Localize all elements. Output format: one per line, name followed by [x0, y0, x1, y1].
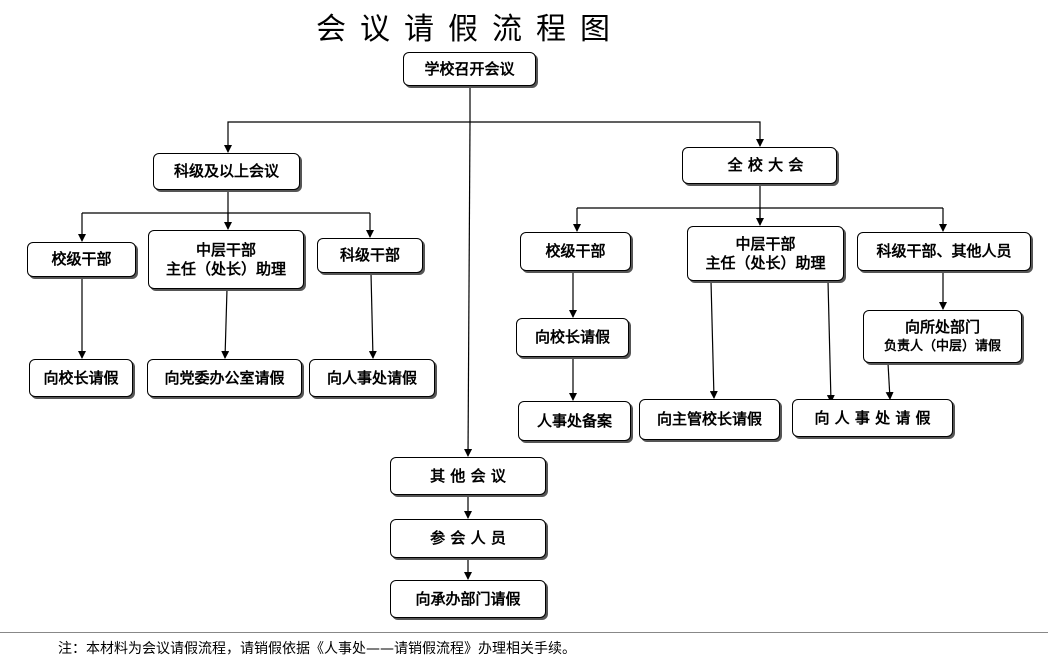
node-label-line: 科级干部、其他人员 [876, 242, 1012, 260]
node-label-line: 向承办部门请假 [415, 589, 521, 608]
edge-sm-split [82, 190, 370, 228]
node-sm-ask-party-office: 向党委办公室请假 [147, 359, 302, 397]
node-sm-ask-principal: 向校长请假 [29, 359, 133, 397]
node-attendees: 参 会 人 员 [390, 519, 546, 558]
node-label-line: 校级干部 [545, 242, 606, 260]
node-other-meeting: 其 他 会 议 [390, 457, 546, 495]
node-as-middle-cadre: 中层干部主任（处长）助理 [687, 226, 844, 281]
node-label-line: 科级及以上会议 [173, 162, 279, 180]
node-label-line: 向 人 事 处 请 假 [814, 408, 931, 427]
node-sm-ask-hr: 向人事处请假 [309, 359, 435, 397]
node-as-hr-record: 人事处备案 [518, 401, 631, 441]
node-label-line: 中层干部 [735, 234, 796, 253]
node-sm-section-cadre: 科级干部 [317, 238, 423, 273]
node-label-line: 向校长请假 [534, 328, 610, 346]
node-label-line: 主任（处长）助理 [705, 253, 826, 272]
edge-as-dept-hr [885, 362, 894, 400]
node-label-line: 负责人（中层）请假 [883, 338, 1001, 354]
node-label-line: 全 校 大 会 [727, 156, 804, 174]
edge-split-left [224, 121, 470, 153]
node-label-line: 科级干部 [339, 246, 400, 264]
node-as-ask-hr: 向 人 事 处 请 假 [792, 399, 953, 437]
edge-as-ask-hr [826, 280, 835, 403]
edge-school-other [464, 121, 473, 457]
node-sm-school-cadre: 校级干部 [27, 242, 136, 277]
node-sm-middle-cadre: 中层干部主任（处长）助理 [148, 230, 304, 289]
node-label-line: 向主管校长请假 [656, 410, 762, 428]
node-label-line: 中层干部 [195, 240, 256, 259]
node-all-school-meeting: 全 校 大 会 [682, 147, 837, 184]
node-label-line: 向所处部门 [904, 317, 980, 336]
edge-split-right [470, 121, 764, 147]
node-label-line: 向校长请假 [43, 368, 119, 387]
footnote: 注：本材料为会议请假流程，请销假依据《人事处——请销假流程》办理相关手续。 [58, 641, 576, 657]
node-as-ask-dept-head: 向所处部门负责人（中层）请假 [863, 310, 1022, 363]
node-school-meeting: 学校召开会议 [403, 52, 536, 86]
node-section-meeting: 科级及以上会议 [153, 153, 300, 190]
edge-sm-ask-party [221, 288, 230, 359]
node-ask-host-dept: 向承办部门请假 [390, 580, 546, 618]
node-as-school-cadre: 校级干部 [520, 232, 631, 271]
edge-sm-ask-hr [368, 272, 377, 359]
footer-divider [0, 632, 1048, 633]
node-label-line: 向党委办公室请假 [164, 368, 285, 387]
node-as-section-others: 科级干部、其他人员 [857, 232, 1031, 271]
node-label-line: 人事处备案 [536, 411, 612, 430]
node-as-ask-principal: 向校长请假 [516, 318, 629, 357]
node-label-line: 向人事处请假 [326, 368, 417, 387]
node-label-line: 其 他 会 议 [430, 466, 506, 485]
node-label-line: 学校召开会议 [424, 59, 515, 78]
node-label-line: 参 会 人 员 [430, 529, 506, 547]
page-title: 会议请假流程图 [316, 12, 624, 47]
node-as-ask-vp: 向主管校长请假 [639, 399, 780, 440]
node-label-line: 校级干部 [51, 250, 112, 268]
edge-as-ask-vp [709, 280, 718, 399]
node-label-line: 主任（处长）助理 [165, 259, 286, 278]
